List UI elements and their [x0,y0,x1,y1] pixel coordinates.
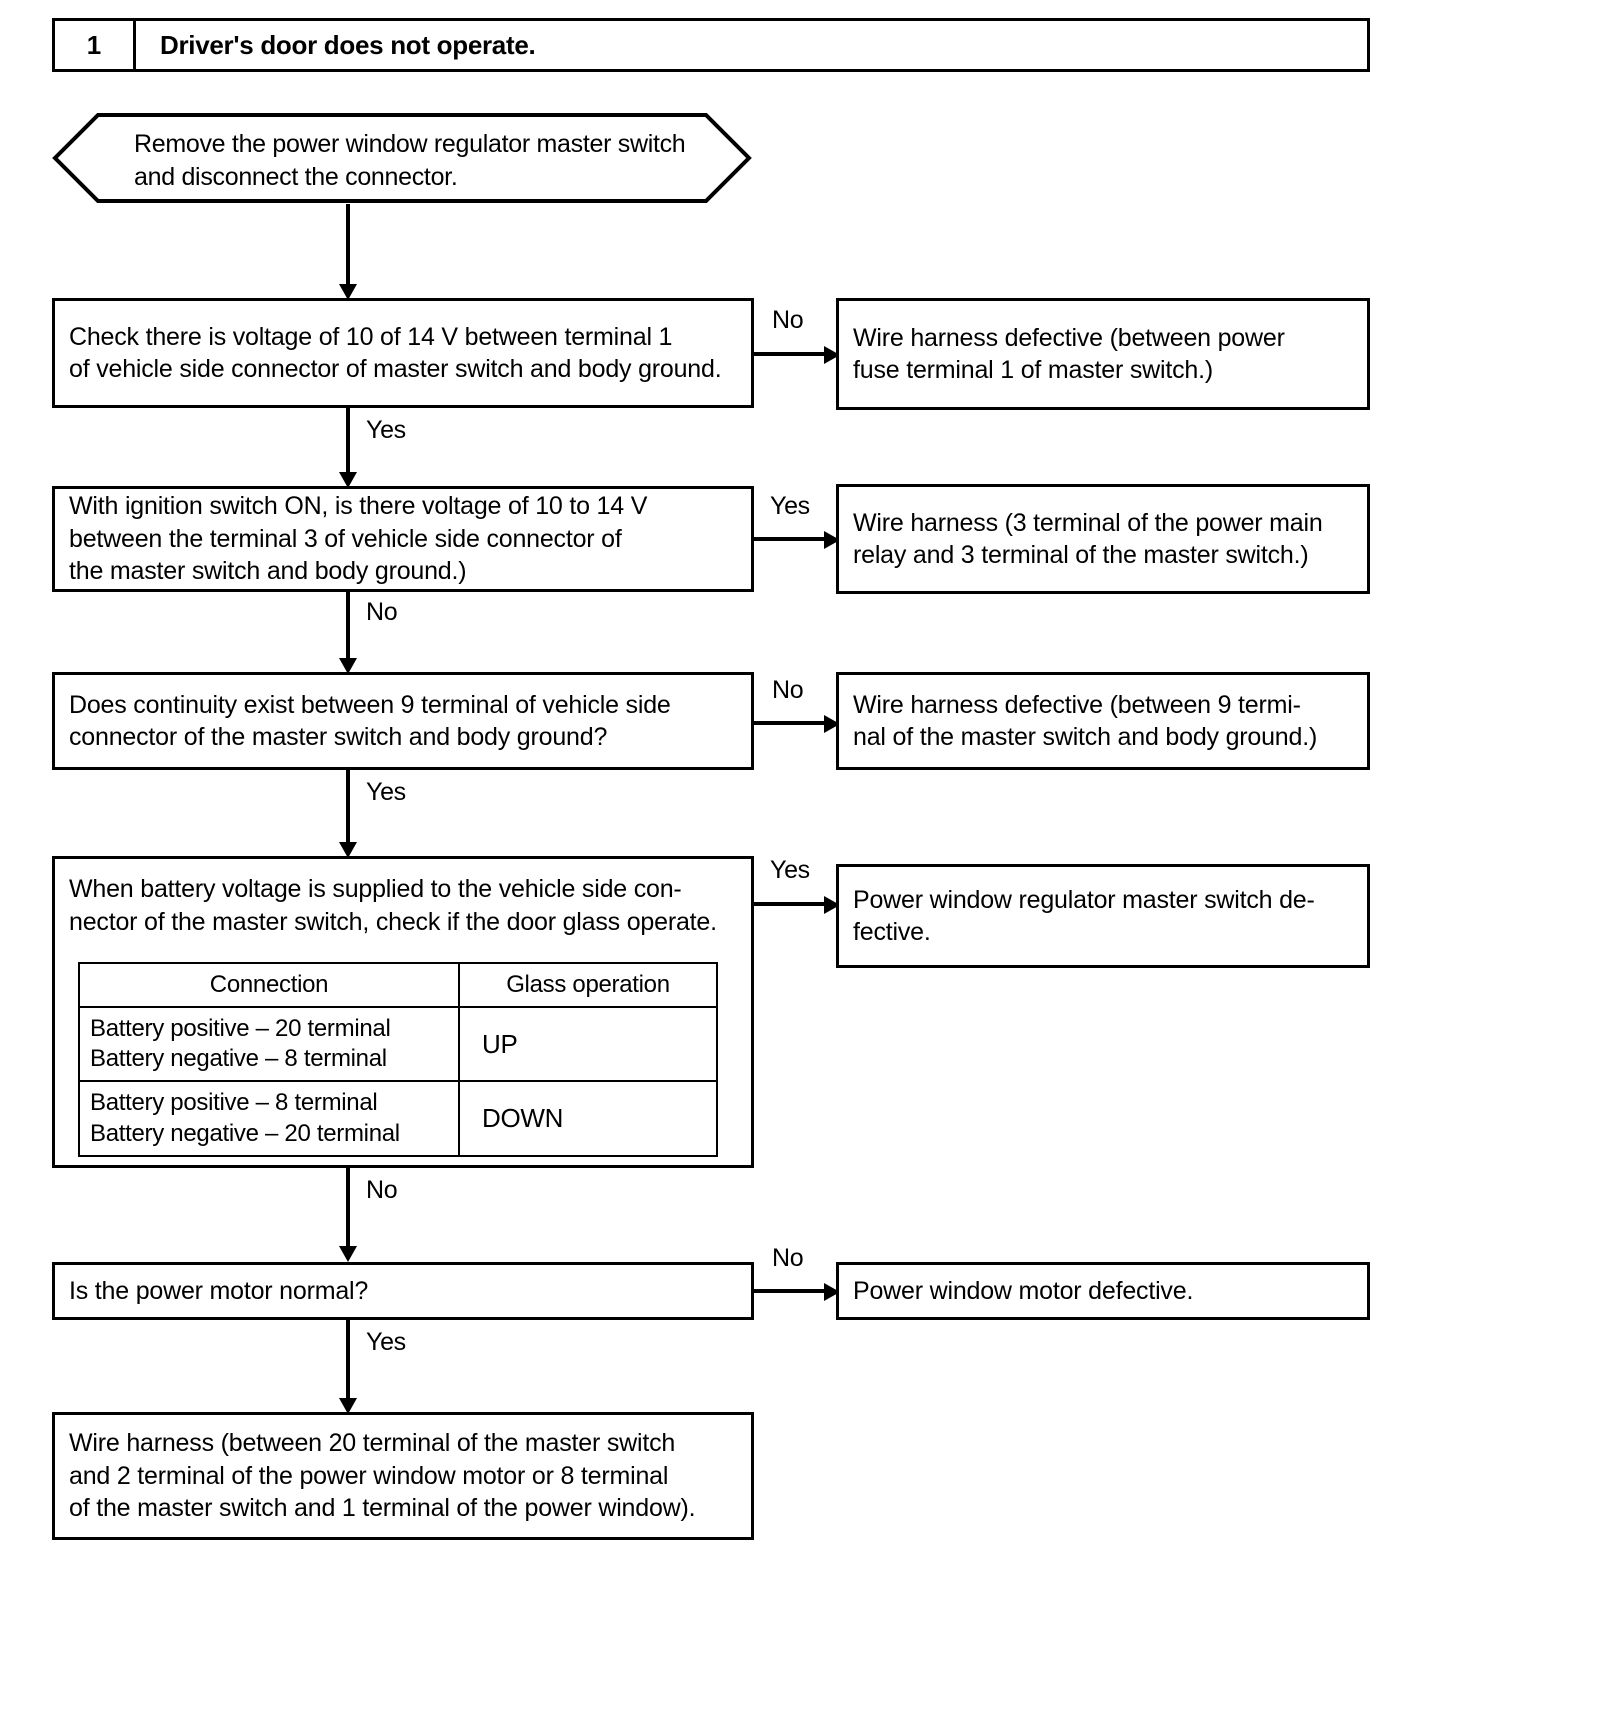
arrowhead-step1-to-step2 [339,472,357,488]
table-cell-connection: Battery positive – 8 terminal Battery ne… [78,1080,460,1157]
branch-label-step4-yes: Yes [770,856,810,884]
arrowhead-step2-to-step3 [339,658,357,674]
page-title: Driver's door does not operate. [160,29,536,60]
step-1-result-text: Wire harness defective (between power fu… [853,323,1285,385]
connector-step1-to-result [754,352,832,356]
preparation-step-shape: Remove the power window regulator master… [52,112,752,204]
final-result-box: Wire harness (between 20 terminal of the… [52,1412,754,1540]
arrowhead-step4-to-step5 [339,1246,357,1262]
branch-label-step2-yes: Yes [770,492,810,520]
connector-step3-to-result [754,721,832,725]
table-header-connection: Connection [78,962,460,1008]
table-cell-operation: DOWN [458,1080,718,1157]
step-4-result-box: Power window regulator master switch de-… [836,864,1370,968]
step-1-question-text: Check there is voltage of 10 of 14 V bet… [69,322,722,384]
step-3-result-text: Wire harness defective (between 9 termi-… [853,690,1318,752]
step-5-result-text: Power window motor defective. [853,1276,1194,1305]
hexagon-outline-icon [52,113,752,203]
connector-step4-to-result [754,902,832,906]
arrowhead-step3-to-step4 [339,842,357,858]
branch-label-step5-no: No [772,1244,804,1272]
step-5-question-box: Is the power motor normal? [52,1262,754,1320]
header-number: 1 [55,21,136,69]
connector-step2-to-result [754,537,832,541]
glass-operation-table: Connection Glass operation Battery posit… [78,962,718,1157]
step-2-result-text: Wire harness (3 terminal of the power ma… [853,508,1323,570]
final-result-text: Wire harness (between 20 terminal of the… [69,1429,696,1523]
branch-label-step3-yes: Yes [366,778,406,806]
step-3-question-text: Does continuity exist between 9 terminal… [69,690,671,752]
connector-step5-to-final [346,1320,350,1402]
step-1-result-box: Wire harness defective (between power fu… [836,298,1370,410]
branch-label-step1-yes: Yes [366,416,406,444]
connector-step1-to-step2 [346,408,350,476]
step-5-question-text: Is the power motor normal? [69,1276,369,1305]
table-header-row: Connection Glass operation [78,962,718,1008]
table-row: Battery positive – 8 terminal Battery ne… [78,1080,718,1157]
table-header-glass-operation: Glass operation [458,962,718,1008]
step-3-question-box: Does continuity exist between 9 terminal… [52,672,754,770]
step-2-result-box: Wire harness (3 terminal of the power ma… [836,484,1370,594]
step-4-result-text: Power window regulator master switch de-… [853,885,1315,947]
branch-label-step3-no: No [772,676,804,704]
arrowhead-prep-to-step1 [339,284,357,300]
step-1-question-box: Check there is voltage of 10 of 14 V bet… [52,298,754,408]
step-5-result-box: Power window motor defective. [836,1262,1370,1320]
branch-label-step1-no: No [772,306,804,334]
connector-prep-to-step1 [346,204,350,288]
connector-step4-to-step5 [346,1168,350,1250]
arrowhead-step5-to-final [339,1398,357,1414]
step-2-question-text: With ignition switch ON, is there voltag… [69,492,648,586]
table-row: Battery positive – 20 terminal Battery n… [78,1005,718,1083]
step-3-result-box: Wire harness defective (between 9 termi-… [836,672,1370,770]
connector-step2-to-step3 [346,592,350,662]
step-4-question-text: When battery voltage is supplied to the … [69,875,717,936]
branch-label-step2-no: No [366,598,398,626]
step-2-question-box: With ignition switch ON, is there voltag… [52,486,754,592]
branch-label-step4-no: No [366,1176,398,1204]
table-cell-operation: UP [458,1005,718,1083]
connector-step5-to-result [754,1289,832,1293]
table-cell-connection: Battery positive – 20 terminal Battery n… [78,1005,460,1083]
preparation-step-text: Remove the power window regulator master… [134,130,686,191]
branch-label-step5-yes: Yes [366,1328,406,1356]
connector-step3-to-step4 [346,770,350,846]
header-bar: 1 Driver's door does not operate. [52,18,1370,72]
